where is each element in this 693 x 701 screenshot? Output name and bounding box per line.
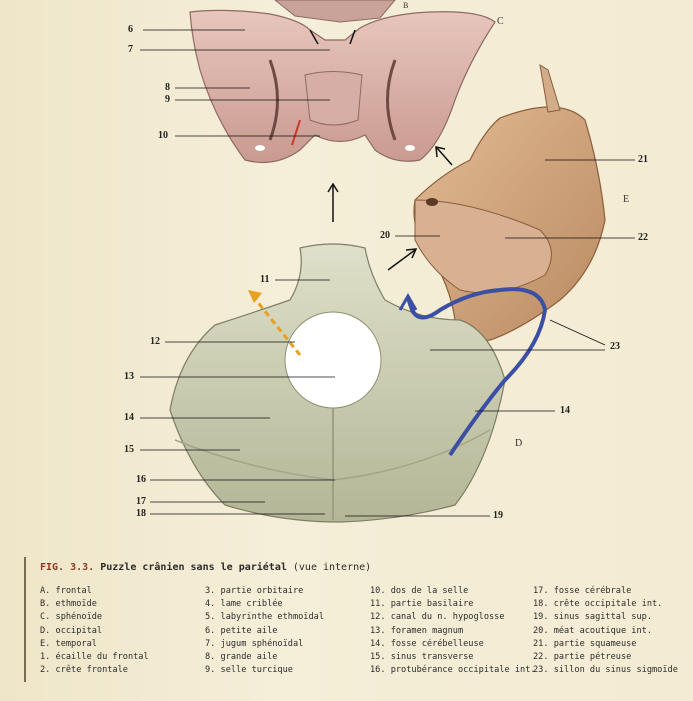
legend-item: A. frontal <box>40 586 92 596</box>
sigmoid-sinus-groove <box>406 287 548 457</box>
section-b: B <box>403 1 409 10</box>
legend-item: 5. labyrinthe ethmoïdal <box>205 612 324 623</box>
label-12: 12 <box>150 336 160 347</box>
legend-item: 6. petite aile <box>205 625 278 636</box>
label-16: 16 <box>136 474 146 485</box>
legend-item: 3. partie orbitaire <box>205 586 304 596</box>
figure-subtitle: (vue interne) <box>292 562 372 573</box>
legend-item: 18. crête occipitale int. <box>533 599 663 610</box>
legend-item: B. ethmoïde <box>40 599 97 610</box>
legend-item: 7. jugum sphénoïdal <box>205 638 304 649</box>
figure-caption: FIG. 3.3. Puzzle crânien sans le pariéta… <box>40 562 371 573</box>
skull-puzzle-illustration <box>140 0 635 523</box>
legend-item: 14. fosse cérébelleuse <box>370 638 484 649</box>
legend-item: 23. sillon du sinus sigmoïde <box>533 665 678 676</box>
legend-item: 17. fosse cérébrale <box>533 586 632 596</box>
legend-item: 4. lame criblée <box>205 599 283 610</box>
label-9: 9 <box>165 94 170 105</box>
legend-item: 15. sinus transverse <box>370 652 474 663</box>
legend-item: 9. selle turcique <box>205 665 293 676</box>
legend: A. frontal B. ethmoïde C. sphénoïde D. o… <box>40 585 680 685</box>
section-c: C <box>497 16 504 27</box>
legend-column-1: A. frontal B. ethmoïde C. sphénoïde D. o… <box>40 585 149 677</box>
label-7: 7 <box>128 44 133 55</box>
legend-item: C. sphénoïde <box>40 612 103 623</box>
label-10: 10 <box>158 130 168 141</box>
legend-item: 20. méat acoutique int. <box>533 625 652 636</box>
legend-item: 12. canal du n. hypoglosse <box>370 612 505 623</box>
legend-item: D. occipital <box>40 625 103 636</box>
label-20: 20 <box>380 230 390 241</box>
caption-rule <box>24 557 26 682</box>
legend-item: 1. écaille du frontal <box>40 652 149 663</box>
legend-item: 13. foramen magnum <box>370 625 464 636</box>
petrous-part <box>414 199 552 294</box>
sella-turcica <box>304 71 363 126</box>
section-d: D <box>515 438 523 449</box>
label-14-right: 14 <box>560 405 570 416</box>
label-19: 19 <box>493 510 503 521</box>
legend-item: 22. partie pétreuse <box>533 652 632 663</box>
legend-item: 16. protubérance occipitale int. <box>370 665 536 676</box>
legend-item: 10. dos de la selle <box>370 586 469 596</box>
label-18: 18 <box>136 508 146 519</box>
ethmoid-fragment <box>274 0 396 23</box>
label-15: 15 <box>124 444 134 455</box>
legend-item: 11. partie basilaire <box>370 599 474 610</box>
legend-item: 2. crête frontale <box>40 665 128 676</box>
foramen-magnum <box>284 311 382 409</box>
label-14-left: 14 <box>124 412 134 423</box>
label-23: 23 <box>610 341 620 352</box>
label-13: 13 <box>124 371 134 382</box>
legend-column-3: 10. dos de la selle 11. partie basilaire… <box>370 585 536 677</box>
label-8: 8 <box>165 82 170 93</box>
figure-title: Puzzle crânien sans le pariétal <box>100 562 287 573</box>
section-e: E <box>623 194 630 205</box>
legend-item: 21. partie squameuse <box>533 638 637 649</box>
label-22: 22 <box>638 232 648 243</box>
label-6: 6 <box>128 24 133 35</box>
legend-column-2: 3. partie orbitaire 4. lame criblée 5. l… <box>205 585 324 677</box>
legend-item: E. temporal <box>40 638 97 649</box>
figure-number: FIG. 3.3. <box>40 562 95 573</box>
label-21: 21 <box>638 154 648 165</box>
legend-item: 8. grande aile <box>205 652 278 663</box>
legend-column-4: 17. fosse cérébrale 18. crête occipitale… <box>533 585 678 677</box>
label-17: 17 <box>136 496 146 507</box>
label-11: 11 <box>260 274 270 285</box>
legend-item: 19. sinus sagittal sup. <box>533 612 652 623</box>
